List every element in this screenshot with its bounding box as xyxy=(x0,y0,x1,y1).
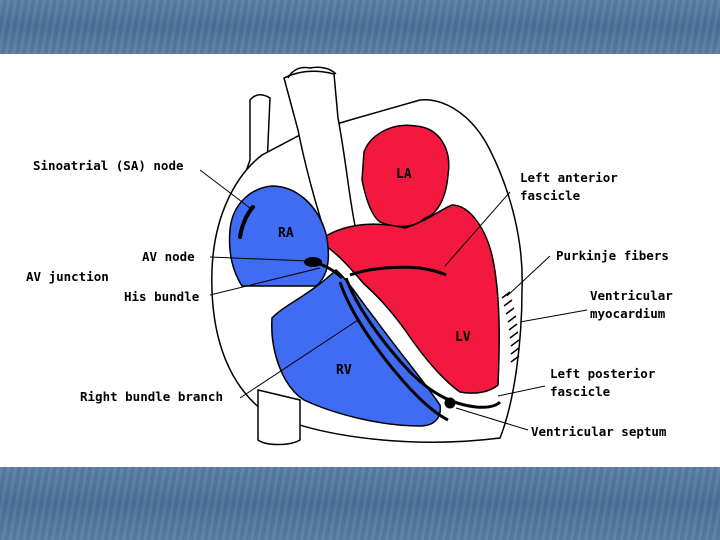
leader-purkinje-fibers xyxy=(506,255,551,297)
label-his-bundle: His bundle xyxy=(124,289,200,304)
his-bundle-mark xyxy=(319,262,344,280)
purkinje-fibers-mark xyxy=(501,291,520,363)
label-right-bundle-branch: Right bundle branch xyxy=(80,389,223,404)
label-purkinje-fibers: Purkinje fibers xyxy=(556,248,669,263)
top-title-band xyxy=(0,0,720,54)
label-sa-node: Sinoatrial (SA) node xyxy=(33,158,184,173)
septum-inner-branch xyxy=(338,281,449,422)
leader-sa-node xyxy=(199,169,251,209)
left-posterior-fascicle-mark xyxy=(444,397,456,409)
label-ventricular-myocardium-2: myocardium xyxy=(590,306,666,321)
left-ventricle xyxy=(325,204,500,394)
left-atrium xyxy=(361,124,450,228)
label-ventricular-myocardium-1: Ventricular xyxy=(590,288,673,303)
label-av-node: AV node xyxy=(142,249,195,264)
left-heart xyxy=(325,124,500,394)
chamber-label-lv: LV xyxy=(455,330,471,345)
label-left-anterior-fascicle-2: fascicle xyxy=(520,188,581,203)
leader-left-anterior-fascicle xyxy=(444,191,511,267)
label-ventricular-septum: Ventricular septum xyxy=(531,424,667,439)
chamber-label-ra: RA xyxy=(278,226,294,241)
bottom-footer-band xyxy=(0,467,720,540)
av-node-mark xyxy=(304,257,322,267)
leader-lines xyxy=(199,169,588,431)
leader-left-posterior-fascicle xyxy=(497,385,546,397)
right-ventricle xyxy=(271,268,442,427)
chamber-label-rv: RV xyxy=(336,363,352,378)
leader-right-bundle-branch xyxy=(239,319,359,399)
label-left-posterior-fascicle-2: fascicle xyxy=(550,384,611,399)
label-left-anterior-fascicle-1: Left anterior xyxy=(520,170,618,185)
chamber-label-la: LA xyxy=(396,167,412,182)
leader-av-node xyxy=(209,256,309,262)
aorta-arch-top xyxy=(287,66,337,79)
sa-node-mark xyxy=(238,205,255,239)
label-av-junction: AV junction xyxy=(26,269,109,284)
septum-outer-branch xyxy=(344,277,502,409)
leader-ventricular-myocardium xyxy=(519,309,588,323)
inferior-vena-cava xyxy=(257,389,301,446)
label-left-posterior-fascicle-1: Left posterior xyxy=(550,366,656,381)
leader-his-bundle xyxy=(209,267,321,296)
leader-ventricular-septum xyxy=(455,407,529,431)
conduction-system xyxy=(238,205,520,422)
left-anterior-fascicle-mark xyxy=(349,265,447,277)
